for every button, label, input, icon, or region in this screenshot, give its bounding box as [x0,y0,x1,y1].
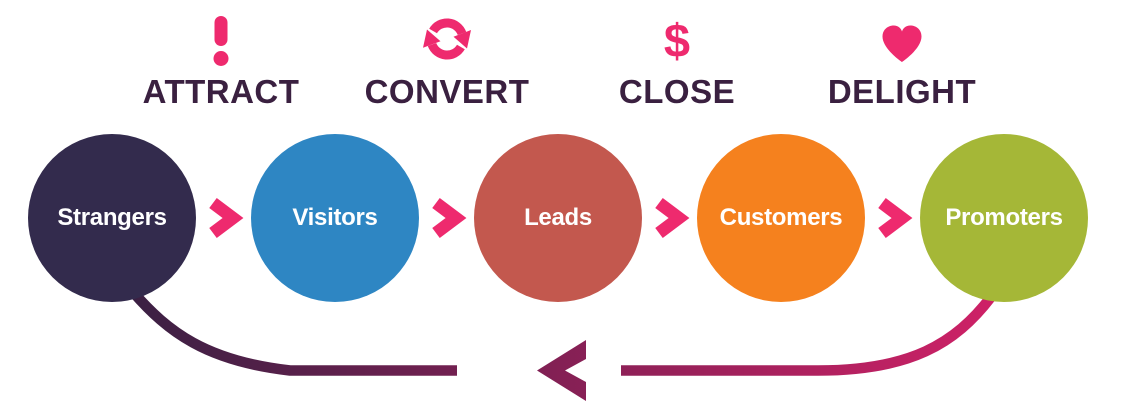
convert-icon-slot [418,8,476,66]
circle-label-strangers: Strangers [57,204,167,231]
chevron-right-icon [432,198,467,238]
circle-label-leads: Leads [524,204,592,231]
stage-close: $ CLOSE [567,8,787,110]
heart-icon [882,25,922,62]
cycle-icon [423,18,471,60]
chevron-right-icon [655,198,690,238]
circle-visitors: Visitors [251,134,419,302]
stage-label-convert: CONVERT [364,73,530,110]
circle-label-promoters: Promoters [945,204,1063,231]
stage-label-attract: ATTRACT [142,73,300,110]
circle-label-customers: Customers [719,204,843,231]
dollar-icon: $ [663,14,691,67]
chevron-right-icon [878,198,913,238]
circle-leads: Leads [474,134,642,302]
chevron-right-icon [209,198,244,238]
attract-icon-slot [211,8,231,66]
exclamation-icon [213,16,229,66]
return-path-right [621,293,996,376]
stage-delight: DELIGHT [792,8,1012,108]
stage-label-close: CLOSE [618,73,736,110]
circle-customers: Customers [697,134,865,302]
return-path-left [129,288,457,376]
circle-strangers: Strangers [28,134,196,302]
delight-icon-slot [881,8,923,66]
stage-attract: ATTRACT [111,8,331,108]
stage-convert: CONVERT [337,8,557,108]
stage-label-delight: DELIGHT [827,73,977,110]
circle-label-visitors: Visitors [292,204,378,231]
chevron-left-icon [537,340,586,401]
close-icon-slot: $ [664,8,690,66]
circle-promoters: Promoters [920,134,1088,302]
